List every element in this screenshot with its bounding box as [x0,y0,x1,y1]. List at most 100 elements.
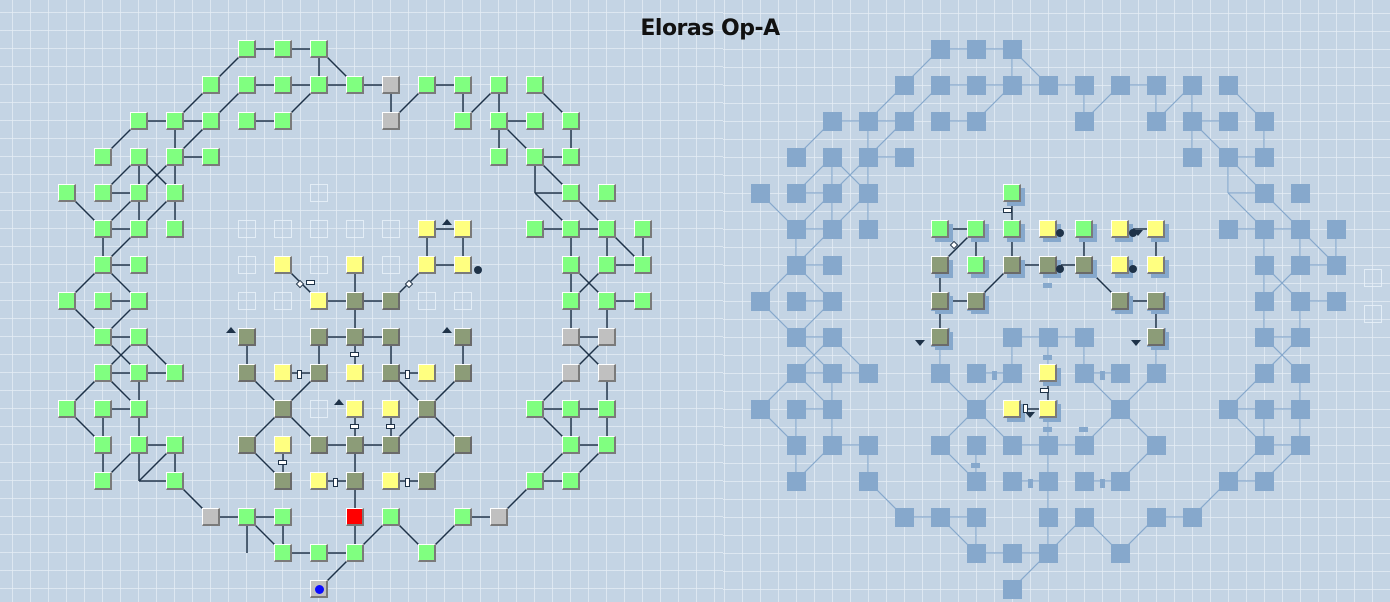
map-room-yellow[interactable] [274,256,292,274]
map-room-green[interactable] [598,184,616,202]
map-room-olive[interactable] [931,256,949,274]
map-room-olive[interactable] [274,400,292,418]
map-room[interactable] [750,291,770,311]
map-room[interactable] [1038,543,1058,563]
map-room[interactable] [1002,39,1022,59]
map-room-green[interactable] [58,400,76,418]
map-room[interactable] [1290,435,1310,455]
map-room-green[interactable] [94,400,112,418]
map-room-green[interactable] [274,508,292,526]
map-room-yellow[interactable] [274,364,292,382]
map-room-olive[interactable] [274,472,292,490]
map-room-yellow[interactable] [418,256,436,274]
map-room-green[interactable] [346,76,364,94]
map-room-green[interactable] [238,112,256,130]
map-room-green[interactable] [562,436,580,454]
map-room[interactable] [894,147,914,167]
map-room-green[interactable] [562,472,580,490]
map-room-green[interactable] [598,220,616,238]
map-room-green[interactable] [166,364,184,382]
map-room[interactable] [750,183,770,203]
map-room[interactable] [966,363,986,383]
map-room-green[interactable] [562,256,580,274]
map-room-green[interactable] [130,436,148,454]
map-room[interactable] [1218,75,1238,95]
map-room[interactable] [1254,435,1274,455]
map-room-yellow[interactable] [346,400,364,418]
map-room-green[interactable] [310,40,328,58]
map-room[interactable] [930,111,950,131]
map-room-green[interactable] [202,148,220,166]
map-room-green[interactable] [94,184,112,202]
map-room-olive[interactable] [382,436,400,454]
map-room[interactable] [1326,291,1346,311]
map-room[interactable] [1146,363,1166,383]
map-room-olive[interactable] [1075,256,1093,274]
map-room[interactable] [1182,75,1202,95]
map-room-olive[interactable] [931,292,949,310]
map-room[interactable] [1002,75,1022,95]
map-room-green[interactable] [346,544,364,562]
map-room-green[interactable] [526,76,544,94]
map-room-green[interactable] [490,76,508,94]
map-room[interactable] [1146,507,1166,527]
map-room[interactable] [930,507,950,527]
map-room-green[interactable] [130,148,148,166]
map-room-green[interactable] [598,256,616,274]
map-room-green[interactable] [490,112,508,130]
map-room[interactable] [1290,327,1310,347]
map-room-yellow[interactable] [274,436,292,454]
map-room-green[interactable] [526,148,544,166]
map-room[interactable] [1254,111,1274,131]
map-room-gray[interactable] [382,76,400,94]
map-room-green[interactable] [94,292,112,310]
map-room-olive[interactable] [238,364,256,382]
map-room-gray[interactable] [598,364,616,382]
map-room-olive[interactable] [310,436,328,454]
map-room[interactable] [1038,327,1058,347]
map-room-yellow[interactable] [382,400,400,418]
map-room[interactable] [966,399,986,419]
map-room[interactable] [786,183,806,203]
map-room[interactable] [822,219,842,239]
map-room-yellow[interactable] [310,292,328,310]
map-room-green[interactable] [166,148,184,166]
map-room-green[interactable] [418,544,436,562]
map-room-green[interactable] [130,256,148,274]
map-room-olive[interactable] [454,364,472,382]
map-room[interactable] [858,435,878,455]
map-room-yellow[interactable] [1147,256,1165,274]
map-room-yellow[interactable] [346,256,364,274]
map-room[interactable] [1146,75,1166,95]
map-room[interactable] [894,507,914,527]
map-room-olive[interactable] [1111,292,1129,310]
map-room-gray[interactable] [562,364,580,382]
map-room-green[interactable] [598,436,616,454]
map-room-green[interactable] [490,148,508,166]
map-room[interactable] [822,363,842,383]
map-room[interactable] [966,543,986,563]
map-room-green[interactable] [562,292,580,310]
map-room[interactable] [786,219,806,239]
map-room[interactable] [1254,471,1274,491]
map-room[interactable] [1254,399,1274,419]
map-room[interactable] [966,39,986,59]
map-room[interactable] [1254,219,1274,239]
map-room-gray[interactable] [310,580,328,598]
map-room[interactable] [1002,579,1022,599]
map-room[interactable] [1254,147,1274,167]
map-room-green[interactable] [274,40,292,58]
map-room-green[interactable] [1075,220,1093,238]
map-room[interactable] [894,75,914,95]
map-room[interactable] [1074,507,1094,527]
map-room[interactable] [1074,471,1094,491]
map-room-olive[interactable] [967,292,985,310]
map-room-green[interactable] [418,76,436,94]
map-room-green[interactable] [1003,220,1021,238]
map-room-green[interactable] [562,400,580,418]
map-room-green[interactable] [598,292,616,310]
map-room[interactable] [1146,435,1166,455]
map-room-green[interactable] [130,364,148,382]
map-room-gray[interactable] [598,328,616,346]
map-room-green[interactable] [526,220,544,238]
